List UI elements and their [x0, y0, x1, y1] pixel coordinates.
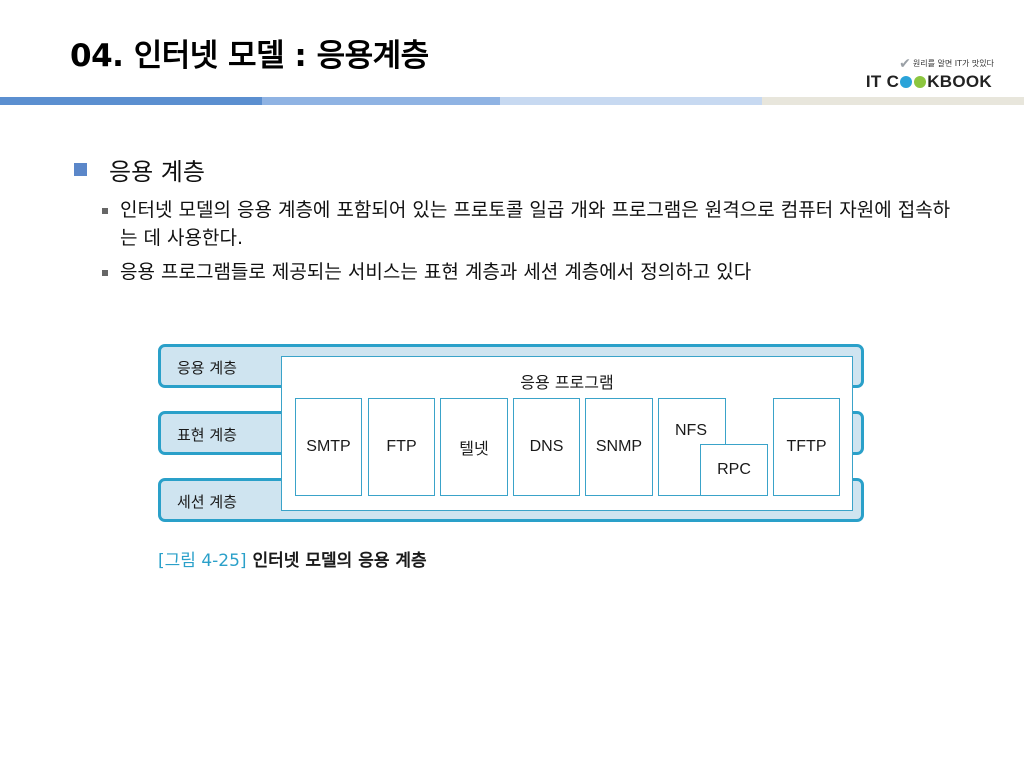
- sub-bullet-item: 응용 프로그램들로 제공되는 서비스는 표현 계층과 세션 계층에서 정의하고 …: [100, 258, 960, 286]
- layer-label: 응용 계층: [177, 359, 237, 377]
- logo-tagline-text: 원리를 알면 IT가 맛있다: [912, 59, 994, 68]
- protocol-box-ftp: FTP: [368, 398, 435, 496]
- sub-bullet-text: 인터넷 모델의 응용 계층에 포함되어 있는 프로토콜 일곱 개와 프로그램은 …: [120, 199, 951, 249]
- logo-brand-left: IT C: [865, 72, 900, 91]
- sub-bullet-item: 인터넷 모델의 응용 계층에 포함되어 있는 프로토콜 일곱 개와 프로그램은 …: [100, 196, 960, 252]
- it-cookbook-logo: IT C KBOOK: [866, 72, 992, 92]
- logo-dot-blue: [900, 76, 913, 88]
- title-bar-segment-2: [262, 97, 500, 105]
- small-square-bullet-icon: [102, 208, 108, 214]
- main-bullet: 응용 계층: [74, 152, 205, 187]
- layer-label: 표현 계층: [177, 426, 237, 444]
- logo-brand-right: KBOOK: [927, 72, 992, 91]
- square-bullet-icon: [74, 163, 87, 176]
- sub-bullet-text: 응용 프로그램들로 제공되는 서비스는 표현 계층과 세션 계층에서 정의하고 …: [120, 261, 752, 283]
- logo-tagline: ✔ 원리를 알면 IT가 맛있다: [899, 55, 994, 72]
- figure-caption-text: 인터넷 모델의 응용 계층: [252, 551, 427, 571]
- protocol-box-rpc: RPC: [700, 444, 768, 496]
- small-square-bullet-icon: [102, 270, 108, 276]
- layer-label: 세션 계층: [177, 493, 237, 511]
- title-bar-segment-3: [500, 97, 762, 105]
- figure-caption: [그림 4-25] 인터넷 모델의 응용 계층: [158, 546, 427, 571]
- protocol-box-smtp: SMTP: [295, 398, 362, 496]
- protocol-box-tftp: TFTP: [773, 398, 840, 496]
- title-divider-bar: [0, 97, 1024, 105]
- main-bullet-text: 응용 계층: [109, 158, 205, 186]
- page-title: 04. 인터넷 모델 : 응용계층: [70, 38, 429, 74]
- sub-bullet-list: 인터넷 모델의 응용 계층에 포함되어 있는 프로토콜 일곱 개와 프로그램은 …: [100, 196, 960, 292]
- logo-dot-green: [914, 76, 927, 88]
- protocol-label-nfs: NFS: [675, 422, 707, 439]
- check-icon: ✔: [899, 55, 911, 72]
- application-program-title: 응용 프로그램: [520, 373, 614, 392]
- protocol-box-dns: DNS: [513, 398, 580, 496]
- figure-number: [그림 4-25]: [158, 551, 247, 571]
- protocol-box-telnet: 텔넷: [440, 398, 508, 496]
- title-bar-segment-1: [0, 97, 262, 105]
- protocol-box-snmp: SNMP: [585, 398, 653, 496]
- title-bar-segment-4: [762, 97, 1024, 105]
